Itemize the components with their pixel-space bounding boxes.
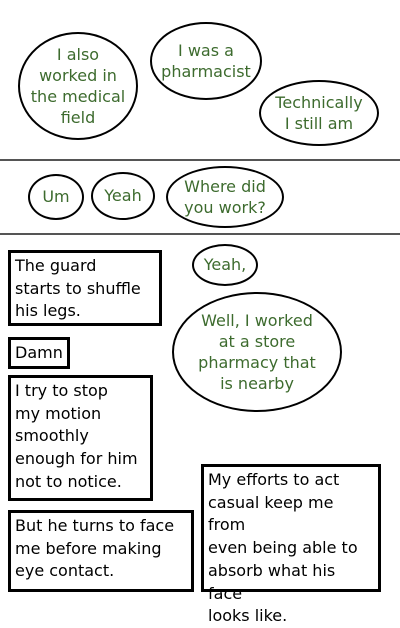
caption-text: Damn <box>15 343 63 362</box>
speech-bubble-yeah: Yeah <box>91 172 155 220</box>
speech-bubble-where-did-you-work: Where did you work? <box>166 166 284 228</box>
panel-divider-bottom <box>0 233 400 235</box>
caption-text: The guard starts to shuffle his legs. <box>15 256 141 321</box>
caption-turns-to-face: But he turns to face me before making ey… <box>8 510 194 592</box>
speech-bubble-text: I also worked in the medical field <box>30 44 126 128</box>
caption-stop-motion: I try to stop my motion smoothly enough … <box>8 375 153 501</box>
speech-bubble-technically: Technically I still am <box>259 80 379 146</box>
caption-text: My efforts to act casual keep me from ev… <box>208 470 358 626</box>
speech-bubble-text: Um <box>42 187 70 207</box>
caption-guard-shuffles: The guard starts to shuffle his legs. <box>8 250 162 326</box>
panel-divider-top <box>0 159 400 161</box>
speech-bubble-um: Um <box>28 174 84 220</box>
speech-bubble-store-pharmacy: Well, I worked at a store pharmacy that … <box>172 292 342 412</box>
caption-damn: Damn <box>8 337 70 369</box>
speech-bubble-text: Well, I worked at a store pharmacy that … <box>198 310 316 394</box>
speech-bubble-text: I was a pharmacist <box>161 40 251 81</box>
comic-page: I also worked in the medical field I was… <box>0 22 400 626</box>
caption-efforts-casual: My efforts to act casual keep me from ev… <box>201 464 381 625</box>
speech-bubble-yeah-comma: Yeah, <box>192 244 258 286</box>
speech-bubble-text: Yeah <box>104 186 142 206</box>
speech-bubble-text: Where did you work? <box>184 176 266 217</box>
caption-text: I try to stop my motion smoothly enough … <box>15 381 138 491</box>
speech-bubble-text: Yeah, <box>203 255 247 275</box>
speech-bubble-pharmacist: I was a pharmacist <box>150 22 262 100</box>
speech-bubble-text: Technically I still am <box>275 92 363 133</box>
speech-bubble-medical-field: I also worked in the medical field <box>18 32 138 140</box>
caption-text: But he turns to face me before making ey… <box>15 516 175 581</box>
